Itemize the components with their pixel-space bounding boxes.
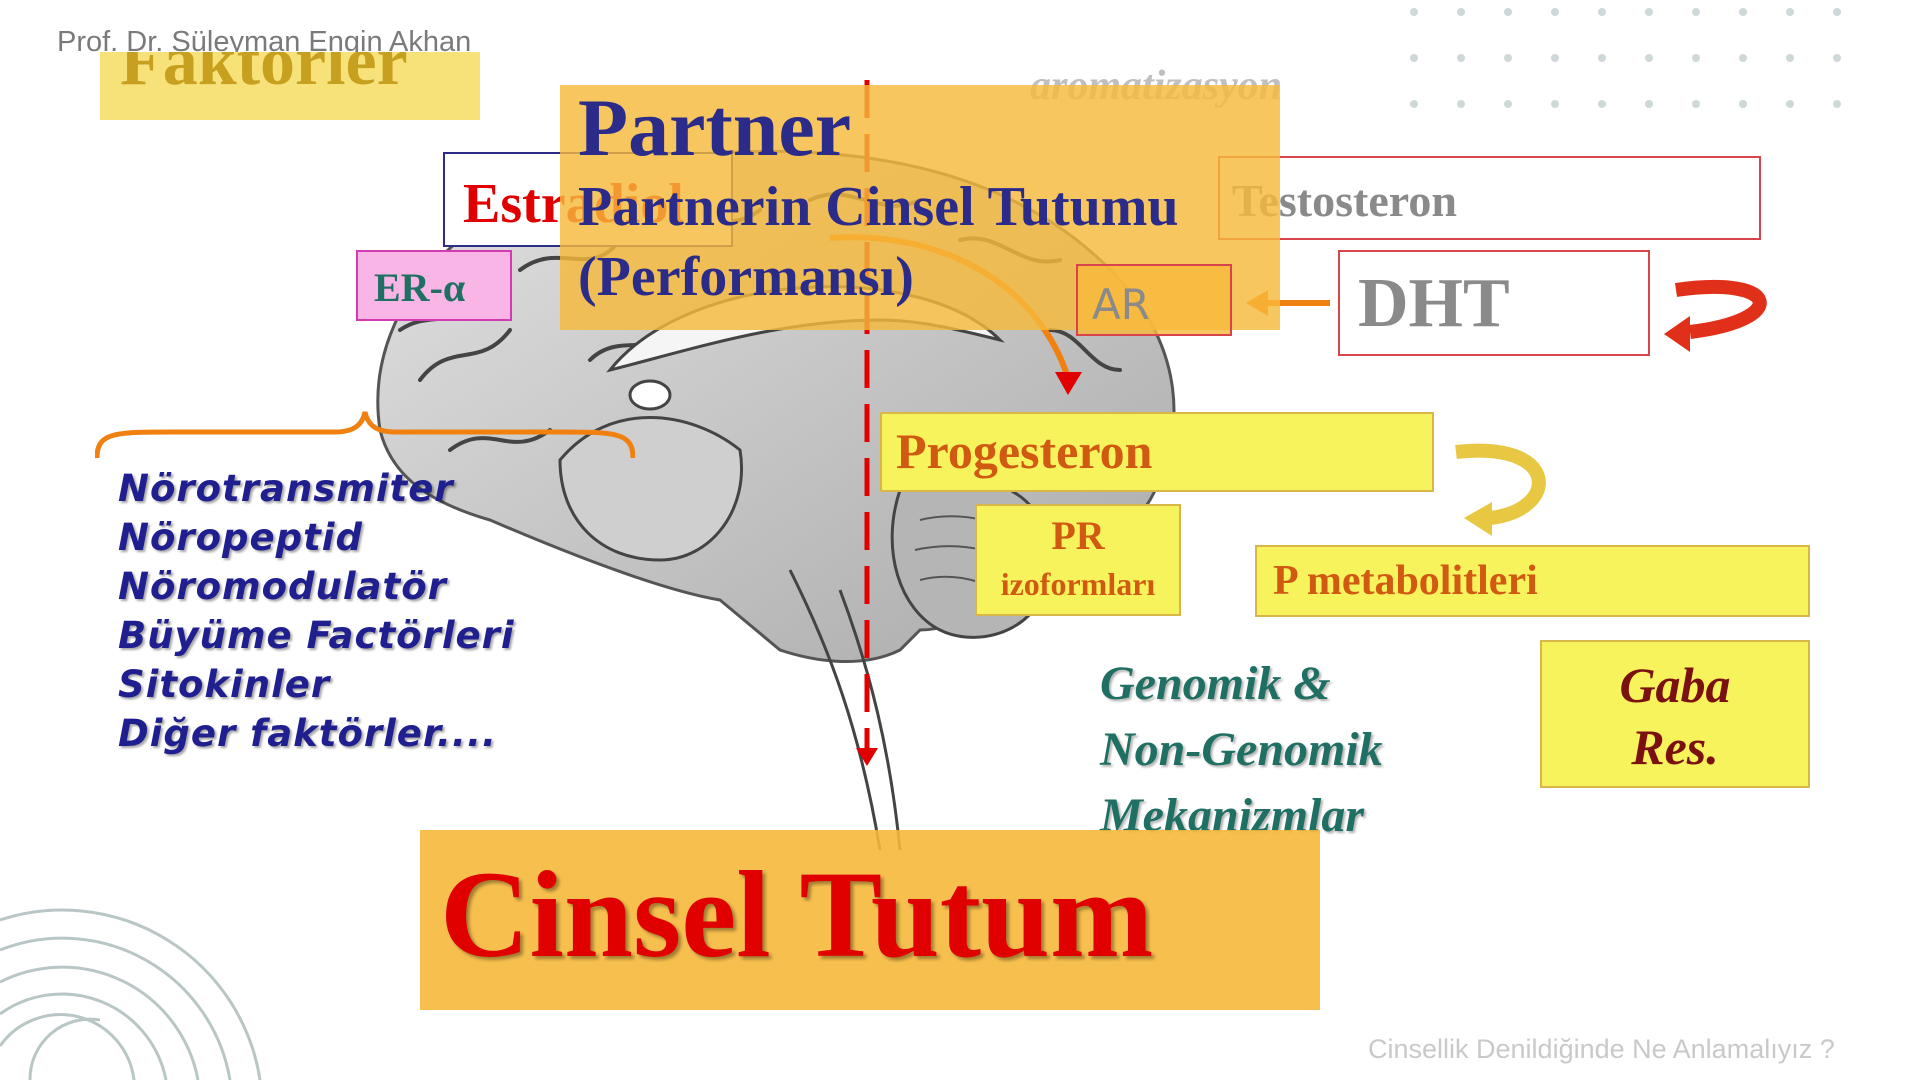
genomik-line1: Genomik &: [1100, 657, 1331, 710]
res-label: Res.: [1631, 719, 1719, 775]
pr-izoformlari-box: PR izoformları: [975, 504, 1181, 616]
ar-box: AR: [1076, 264, 1232, 336]
gaba-label: Gaba: [1619, 657, 1731, 713]
curly-brace: [95, 411, 635, 459]
factor-item: Sitokinler: [118, 663, 331, 706]
decorative-arcs: [0, 908, 262, 1080]
dht-label: DHT: [1358, 265, 1510, 342]
er-alpha-label: ER-α: [374, 265, 466, 310]
factor-item: Nöromodulatör: [118, 565, 447, 608]
genomik-line2: Non-Genomik: [1100, 723, 1383, 776]
progesteron-box: Progesteron: [880, 412, 1434, 492]
cinsel-tutum-box: Cinsel Tutum: [420, 830, 1320, 1010]
slide-title-footer: Cinsellik Denildiğinde Ne Anlamalıyız ?: [1368, 1034, 1835, 1064]
partner-line1: Partnerin Cinsel Tutumu: [578, 176, 1179, 238]
er-alpha-box: ER-α: [356, 250, 512, 321]
partner-line2: (Performansı): [578, 246, 914, 308]
factors-header-box: Faktörler: [100, 52, 480, 120]
factors-list: Nörotransmiter Nöropeptid Nöromodulatör …: [118, 464, 515, 758]
dht-box: DHT: [1338, 250, 1650, 356]
factor-item: Nörotransmiter: [118, 467, 454, 510]
testosteron-box: Testosteron: [1218, 156, 1761, 240]
factors-header-text: Faktörler: [120, 52, 408, 100]
ar-label: AR: [1092, 280, 1150, 329]
progesteron-label: Progesteron: [896, 423, 1153, 479]
gaba-res-box: Gaba Res.: [1540, 640, 1810, 788]
cinsel-tutum-label: Cinsel Tutum: [440, 846, 1154, 983]
pr-label: PR: [1051, 513, 1105, 558]
factor-item: Büyüme Factörleri: [118, 614, 515, 657]
p-metabolitleri-box: P metabolitleri: [1255, 545, 1810, 617]
izoformlari-label: izoformları: [1000, 566, 1156, 602]
factor-item: Nöropeptid: [118, 516, 363, 559]
p-metabolitleri-label: P metabolitleri: [1273, 558, 1538, 604]
factor-item: Diğer faktörler....: [118, 712, 498, 755]
partner-title: Partner: [578, 82, 852, 173]
decorative-dot-grid: [1410, 8, 1841, 108]
